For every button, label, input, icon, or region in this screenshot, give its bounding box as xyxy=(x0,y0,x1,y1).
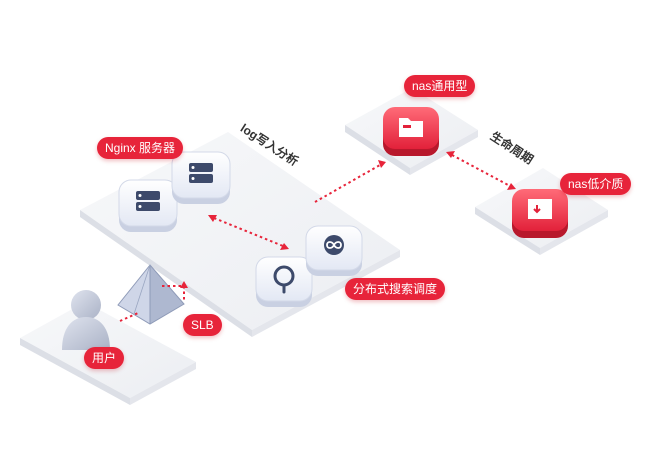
user-label: 用户 xyxy=(84,347,125,369)
link-platform-nas xyxy=(314,164,381,203)
arrow-heads xyxy=(180,151,516,288)
arrowhead-nginx xyxy=(208,215,217,222)
slb-label: SLB xyxy=(183,314,222,336)
nginx-label: Nginx 服务器 xyxy=(97,137,184,159)
nas-low-label: nas低介质 xyxy=(560,173,632,195)
folder-icon xyxy=(399,118,423,137)
arrowhead-nas-top xyxy=(446,151,455,158)
server-icon xyxy=(136,191,160,211)
arrowhead-nas-low xyxy=(507,183,516,190)
arrowhead-nas xyxy=(378,160,386,168)
server-node-1 xyxy=(118,179,178,232)
pyramid-icon xyxy=(117,264,185,325)
user-icon xyxy=(62,290,110,350)
link-nas-lifecycle xyxy=(451,154,511,187)
arrowhead-slb xyxy=(180,281,188,288)
infinity-icon xyxy=(324,235,344,255)
nas-general-node xyxy=(383,107,439,156)
link-nginx-search xyxy=(213,217,284,247)
nas-low-node xyxy=(512,189,568,238)
archive-down-icon xyxy=(528,199,552,219)
search-node xyxy=(255,256,313,307)
server-node-2 xyxy=(171,151,231,204)
arrowhead-search xyxy=(280,243,289,250)
infinity-node xyxy=(305,225,363,276)
search-label: 分布式搜索调度 xyxy=(345,278,446,300)
server-icon xyxy=(189,163,213,183)
nas-general-label: nas通用型 xyxy=(404,75,476,97)
link-user-slb xyxy=(119,312,139,322)
magnifier-icon xyxy=(273,265,295,294)
